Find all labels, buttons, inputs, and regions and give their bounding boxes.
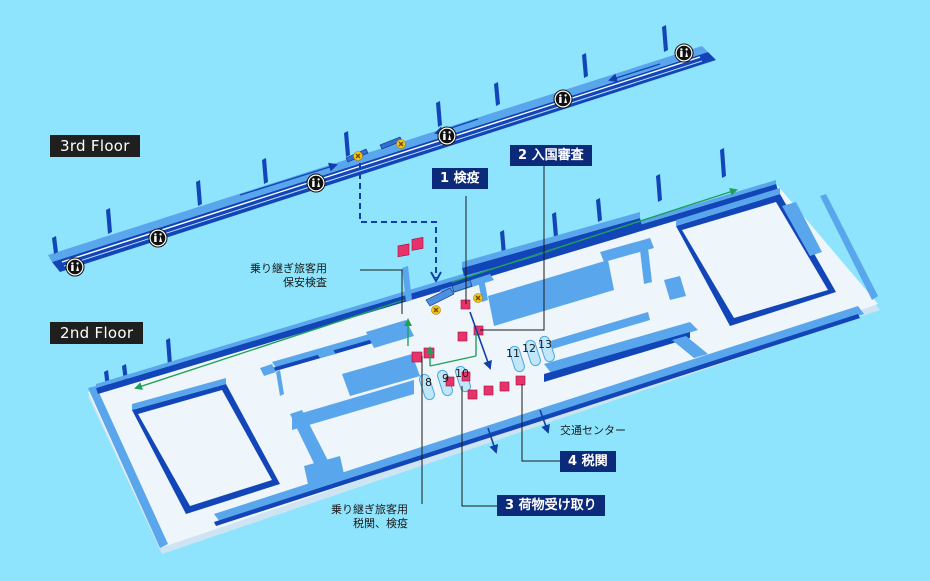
- transfer-route: [134, 188, 738, 390]
- transport-center-label: 交通センター: [560, 424, 626, 437]
- second-floor-label: 2nd Floor: [50, 322, 144, 344]
- baggage-belts: [419, 335, 555, 401]
- step-immigration-label: 2 入国審査: [510, 145, 592, 166]
- no-entry-icon: [352, 150, 364, 162]
- step-customs-label: 4 税関: [560, 451, 616, 472]
- restroom-icon: [148, 228, 168, 248]
- escalator-icon: [451, 279, 473, 293]
- transfer-security-note: 乗り継ぎ旅客用 保安検査: [250, 262, 327, 290]
- restroom-icon: [306, 173, 326, 193]
- no-entry-icon: [472, 292, 484, 304]
- leader-lines: [360, 166, 560, 507]
- no-entry-icon: [430, 304, 442, 316]
- transfer-customs-line1: 乗り継ぎ旅客用: [331, 503, 408, 516]
- step-quarantine-label: 1 検疫: [432, 168, 488, 189]
- transfer-security-line1: 乗り継ぎ旅客用: [250, 262, 327, 275]
- arrival-route: [469, 311, 550, 454]
- third-floor-corridor: [48, 25, 716, 272]
- third-floor-label: 3rd Floor: [50, 135, 140, 157]
- transfer-security-line2: 保安検査: [283, 276, 327, 289]
- belt-number: 9: [442, 372, 449, 385]
- restroom-icon: [437, 126, 457, 146]
- no-entry-icon: [395, 138, 407, 150]
- restroom-icon: [674, 43, 694, 63]
- restroom-icon: [65, 257, 85, 277]
- belt-number: 13: [538, 338, 552, 351]
- belt-number: 12: [522, 342, 536, 355]
- escalator-icon: [425, 287, 455, 307]
- belt-number: 11: [506, 347, 520, 360]
- belt-number: 8: [425, 376, 432, 389]
- floor-connector: [359, 163, 437, 278]
- step-baggage-claim-label: 3 荷物受け取り: [497, 495, 605, 516]
- restroom-icon: [553, 89, 573, 109]
- transfer-customs-line2: 税関、検疫: [353, 517, 408, 530]
- second-floor-plan: [88, 148, 880, 554]
- belt-number: 10: [455, 367, 469, 380]
- transfer-customs-note: 乗り継ぎ旅客用 税関、検疫: [331, 503, 408, 531]
